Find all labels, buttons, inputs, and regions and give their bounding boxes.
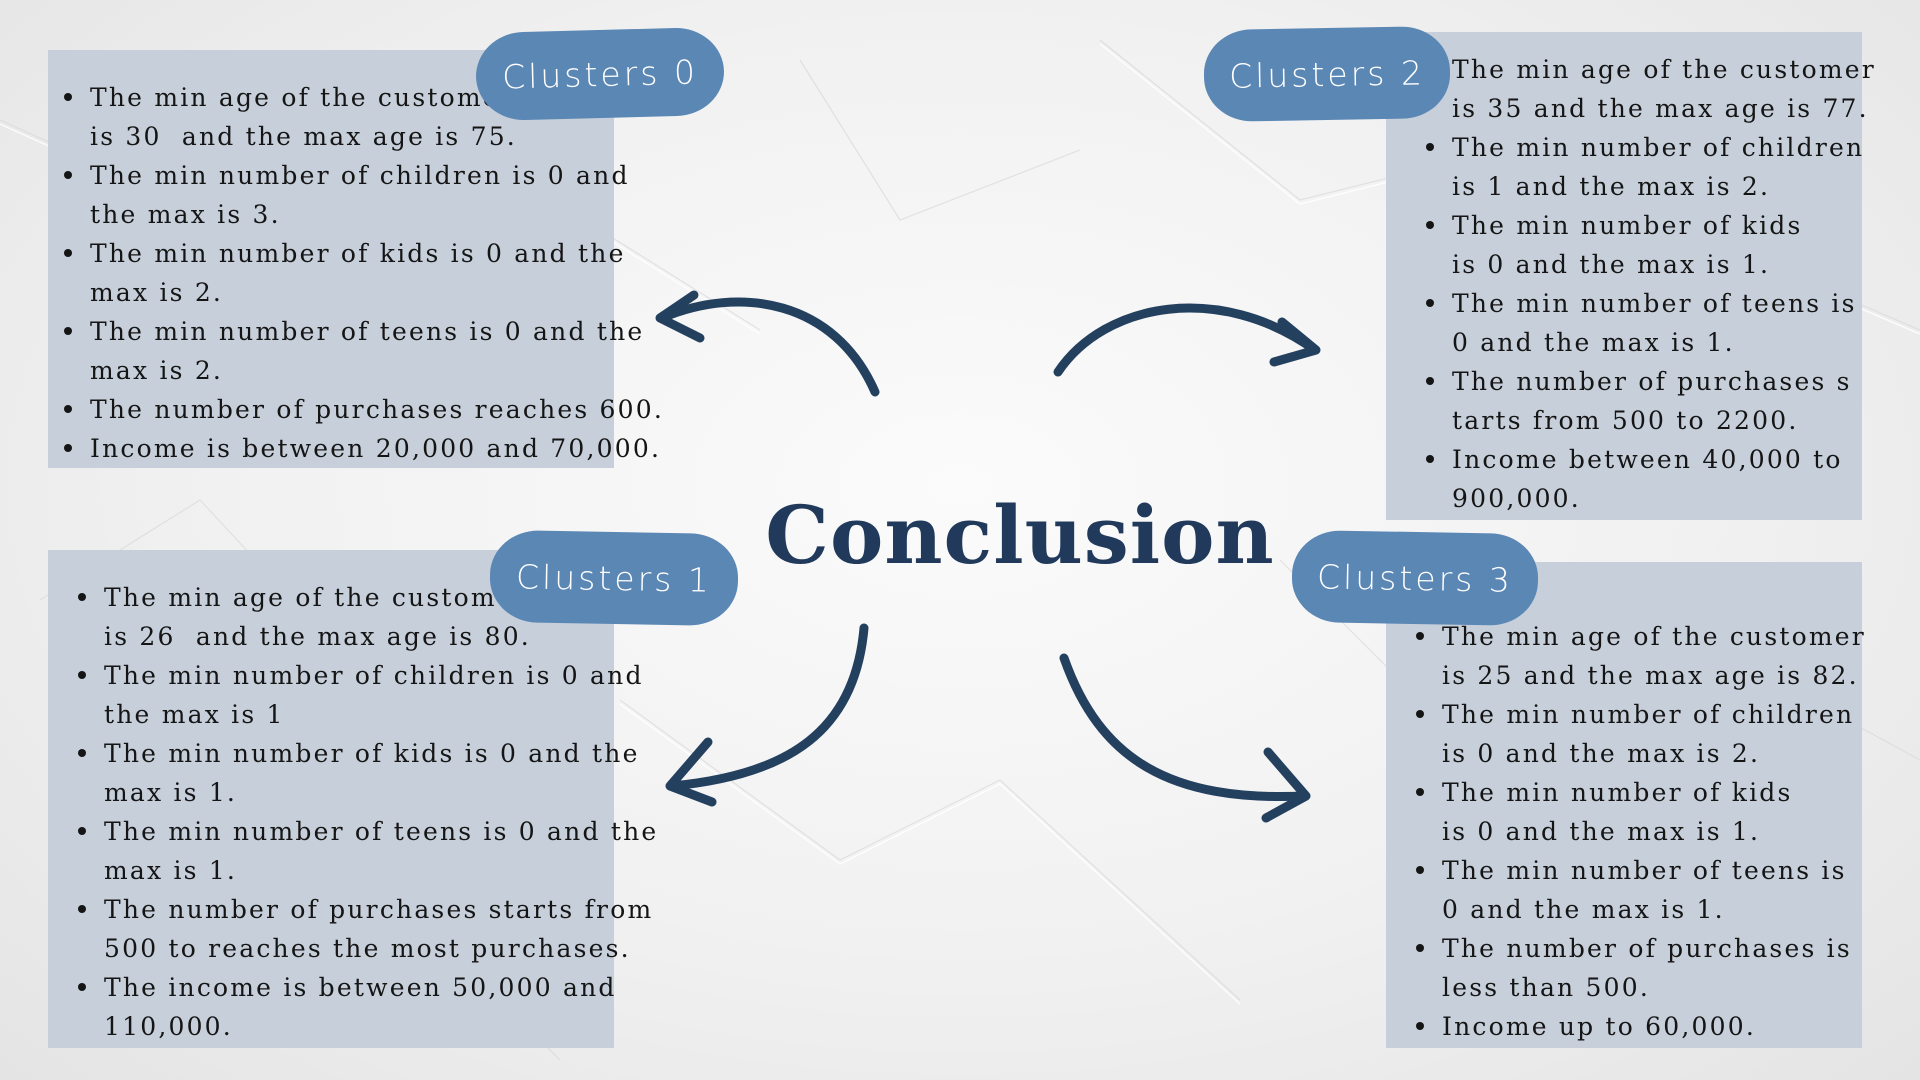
list-item: Income up to 60,000. [1410,1007,1862,1046]
list-item: The min number of teens is 0 and the max… [72,812,656,890]
cluster-2-label: Clusters 2 [1203,25,1451,123]
list-item: The min number of children is 0 and the … [58,156,627,234]
list-item: The min number of teens is 0 and the max… [58,312,642,390]
cluster-1-list: The min age of the customer is 26 and th… [72,578,656,1046]
list-item: The number of purchases reaches 600. [58,390,662,429]
list-item: Income is between 20,000 and 70,000. [58,429,659,468]
list-item: The min age of the customer is 35 and th… [1420,50,1874,128]
list-item: Income between 40,000 to 900,000. [1420,440,1862,518]
cluster-3-box: The min age of the customer is 25 and th… [1386,562,1864,1048]
cluster-0-box: The min age of the customer is 30 and th… [48,50,662,468]
cluster-0-list: The min age of the customer is 30 and th… [58,78,662,468]
list-item: The min number of children is 0 and the … [1410,695,1862,773]
list-item: The min number of teens is 0 and the max… [1420,284,1862,362]
list-item: The number of purchases is less than 500… [1410,929,1862,1007]
list-item: The min number of kids is 0 and the max … [1410,773,1862,851]
cluster-2-box: The min age of the customer is 35 and th… [1386,32,1874,520]
list-item: The min number of kids is 0 and the max … [72,734,637,812]
list-item: The min age of the customer is 25 and th… [1410,617,1864,695]
list-item: The number of purchases s tarts from 500… [1420,362,1862,440]
list-item: The number of purchases starts from 500 … [72,890,651,968]
cluster-3-label: Clusters 3 [1291,529,1539,627]
list-item: The income is between 50,000 and 110,000… [72,968,614,1046]
cluster-2-list: The min age of the customer is 35 and th… [1420,50,1874,518]
page-title: Conclusion [765,488,1275,582]
list-item: The min number of kids is 0 and the max … [58,234,623,312]
cluster-1-box: The min age of the customer is 26 and th… [48,550,656,1048]
list-item: The min number of kids is 0 and the max … [1420,206,1862,284]
list-item: The min age of the customer is 26 and th… [72,578,614,656]
cluster-3-list: The min age of the customer is 25 and th… [1410,617,1864,1046]
list-item: The min number of children is 1 and the … [1420,128,1862,206]
list-item: The min number of children is 0 and the … [72,656,641,734]
list-item: The min number of teens is 0 and the max… [1410,851,1862,929]
cluster-1-label: Clusters 1 [489,529,739,627]
cluster-0-label: Clusters 0 [474,26,726,122]
